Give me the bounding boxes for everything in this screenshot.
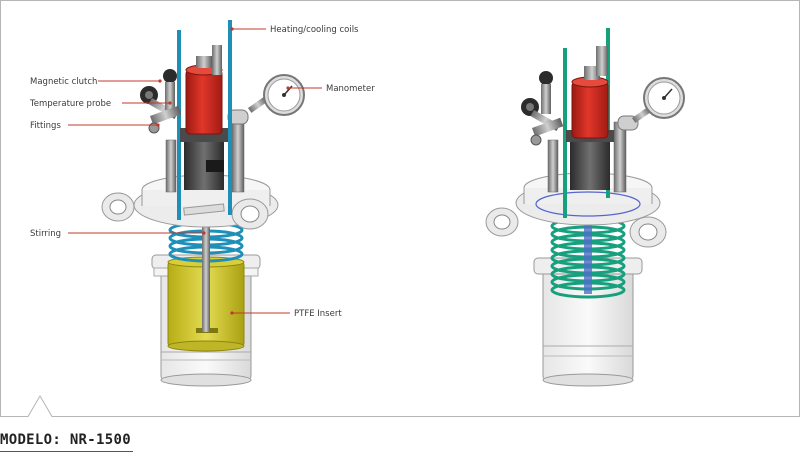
stirring-shaft-left <box>202 196 210 332</box>
clamp-left-a <box>101 192 135 222</box>
clamp-right-a <box>485 207 519 237</box>
magnetic-clutch-left <box>180 45 228 190</box>
label-temperature-probe: Temperature probe <box>29 99 111 109</box>
stirring-shaft-right <box>584 194 592 294</box>
coil-tube-left-1 <box>177 30 181 220</box>
label-stirring: Stirring <box>30 229 61 239</box>
label-ptfe-insert: PTFE Insert <box>294 309 342 319</box>
model-caption: MODELO: NR-1500 <box>0 432 131 448</box>
magnetic-clutch-right <box>566 46 614 190</box>
caption-underline <box>0 451 133 452</box>
manometer-right <box>632 77 685 123</box>
coil-tube-right-1 <box>563 48 567 218</box>
manometer-left <box>247 74 305 116</box>
coil-tube-left-2 <box>228 20 232 215</box>
reactor-left <box>101 20 305 387</box>
leader-lines <box>68 27 322 315</box>
label-magnetic-clutch: Magnetic clutch <box>30 77 97 87</box>
reactor-right <box>485 28 685 387</box>
label-manometer: Manometer <box>326 84 375 94</box>
fittings-right <box>530 117 564 146</box>
clamp-right-b <box>629 216 667 248</box>
label-fittings: Fittings <box>30 121 61 131</box>
label-heating-cooling-coils: Heating/cooling coils <box>270 25 359 35</box>
clamp-left-b <box>231 198 269 230</box>
